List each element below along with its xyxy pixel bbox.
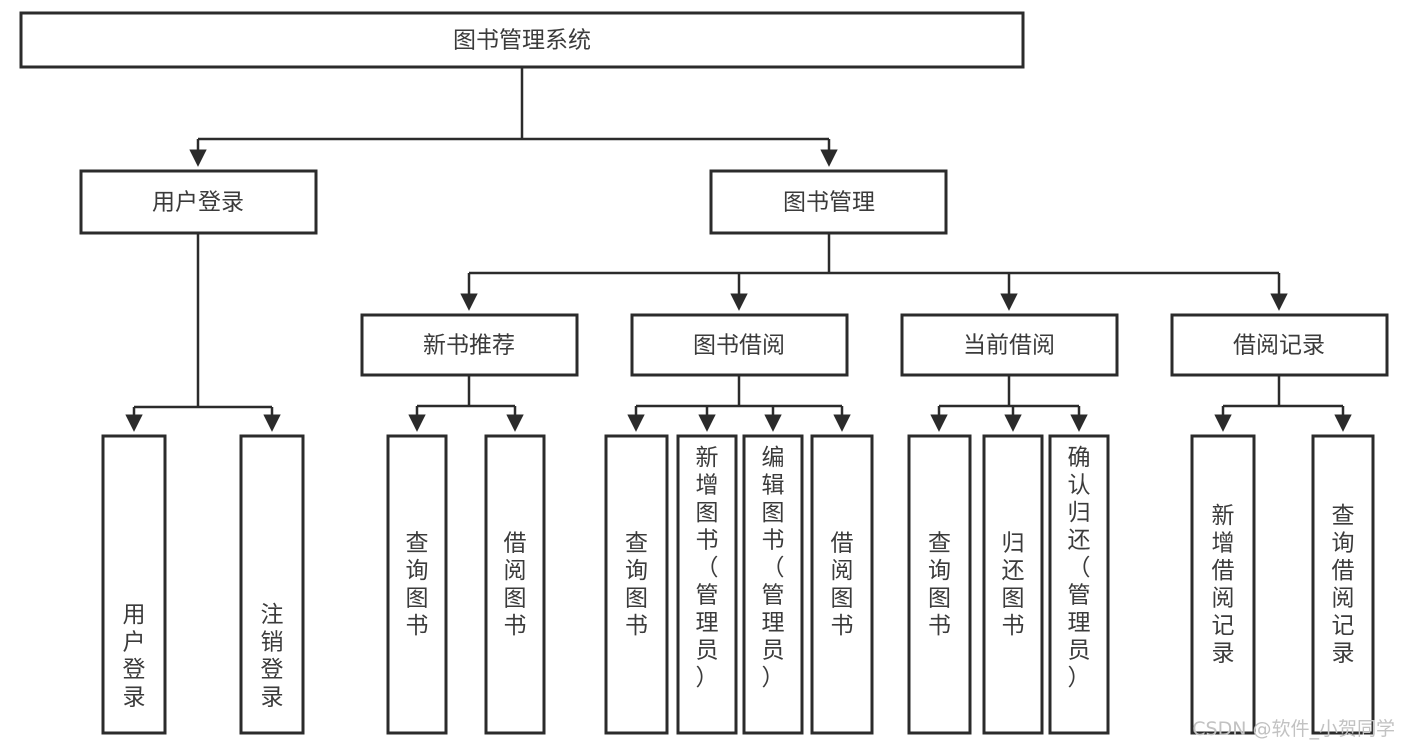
- node-leaf-borrow-book-1[interactable]: 借阅图书: [484, 434, 546, 735]
- node-leaf-query-book-2[interactable]: 查询图书: [604, 434, 669, 735]
- node-leaf-query-book-1[interactable]: 查询图书: [386, 434, 448, 735]
- node-leaf-user-login[interactable]: 用户登录: [101, 434, 167, 735]
- node-leaf-query-record[interactable]: 查询借阅记录: [1311, 434, 1375, 735]
- node-leaf-return-book[interactable]: 归还图书: [982, 434, 1044, 735]
- node-book-borrow-label: 图书借阅: [693, 333, 785, 359]
- node-leaf-add-book-label: 新增图书（管理员）: [696, 445, 719, 691]
- node-leaf-add-record-label: 新增借阅记录: [1212, 503, 1235, 667]
- node-leaf-query-record-label: 查询借阅记录: [1332, 503, 1355, 667]
- node-current-borrow-box: [900, 313, 1119, 377]
- node-book-borrow[interactable]: 图书借阅: [630, 313, 849, 377]
- node-root-label: 图书管理系统: [453, 28, 591, 54]
- node-leaf-logout-login-box: [239, 434, 305, 735]
- node-leaf-borrow-book-1-box: [484, 434, 546, 735]
- node-new-book-rec[interactable]: 新书推荐: [360, 313, 579, 377]
- node-borrow-record-box: [1170, 313, 1389, 377]
- node-borrow-record-label: 借阅记录: [1233, 333, 1325, 359]
- node-current-borrow[interactable]: 当前借阅: [900, 313, 1119, 377]
- node-book-manage[interactable]: 图书管理: [709, 169, 948, 235]
- node-leaf-query-book-1-box: [386, 434, 448, 735]
- node-book-manage-label: 图书管理: [783, 190, 875, 216]
- node-leaf-borrow-book-2-label: 借阅图书: [831, 531, 854, 640]
- node-leaf-query-book-2-box: [604, 434, 669, 735]
- node-leaf-return-book-label: 归还图书: [1002, 531, 1025, 640]
- node-leaf-borrow-book-1-label: 借阅图书: [504, 531, 527, 640]
- node-current-borrow-label: 当前借阅: [963, 333, 1055, 359]
- node-leaf-edit-book-box: [742, 434, 804, 735]
- connectors: [125, 67, 1352, 432]
- node-leaf-query-book-3-box: [907, 434, 972, 735]
- node-leaf-query-book-3[interactable]: 查询图书: [907, 434, 972, 735]
- node-user-login[interactable]: 用户登录: [79, 169, 318, 235]
- node-borrow-record[interactable]: 借阅记录: [1170, 313, 1389, 377]
- node-leaf-edit-book-label: 编辑图书（管理员）: [762, 445, 785, 691]
- node-new-book-rec-label: 新书推荐: [423, 333, 515, 359]
- node-root[interactable]: 图书管理系统: [19, 11, 1025, 69]
- node-leaf-logout-login[interactable]: 注销登录: [239, 434, 305, 735]
- leaf-nodes-layer: 用户登录 注销登录 查询图书 借阅图书 查询图书 新增图书（管理员） 编辑图书（管理员） 借阅…: [101, 434, 1375, 735]
- node-leaf-add-book-box: [676, 434, 738, 735]
- node-leaf-borrow-book-2-box: [810, 434, 874, 735]
- node-leaf-return-book-box: [982, 434, 1044, 735]
- node-book-manage-box: [709, 169, 948, 235]
- node-leaf-query-record-box: [1311, 434, 1375, 735]
- node-leaf-add-record-box: [1190, 434, 1256, 735]
- node-leaf-add-book[interactable]: 新增图书（管理员）: [676, 434, 738, 735]
- node-leaf-confirm-return[interactable]: 确认归还（管理员）: [1048, 434, 1110, 735]
- node-leaf-query-book-2-label: 查询图书: [625, 531, 648, 640]
- node-leaf-user-login-box: [101, 434, 167, 735]
- node-leaf-edit-book[interactable]: 编辑图书（管理员）: [742, 434, 804, 735]
- node-leaf-user-login-label: 用户登录: [123, 602, 146, 711]
- node-user-login-box: [79, 169, 318, 235]
- node-leaf-confirm-return-box: [1048, 434, 1110, 735]
- node-leaf-borrow-book-2[interactable]: 借阅图书: [810, 434, 874, 735]
- node-root-box: [19, 11, 1025, 69]
- node-leaf-query-book-1-label: 查询图书: [406, 531, 429, 640]
- node-leaf-query-book-3-label: 查询图书: [928, 531, 951, 640]
- node-book-borrow-box: [630, 313, 849, 377]
- node-leaf-add-record[interactable]: 新增借阅记录: [1190, 434, 1256, 735]
- node-new-book-rec-box: [360, 313, 579, 377]
- node-leaf-logout-login-label: 注销登录: [261, 602, 284, 711]
- node-user-login-label: 用户登录: [152, 190, 244, 216]
- node-leaf-confirm-return-label: 确认归还（管理员）: [1068, 445, 1091, 691]
